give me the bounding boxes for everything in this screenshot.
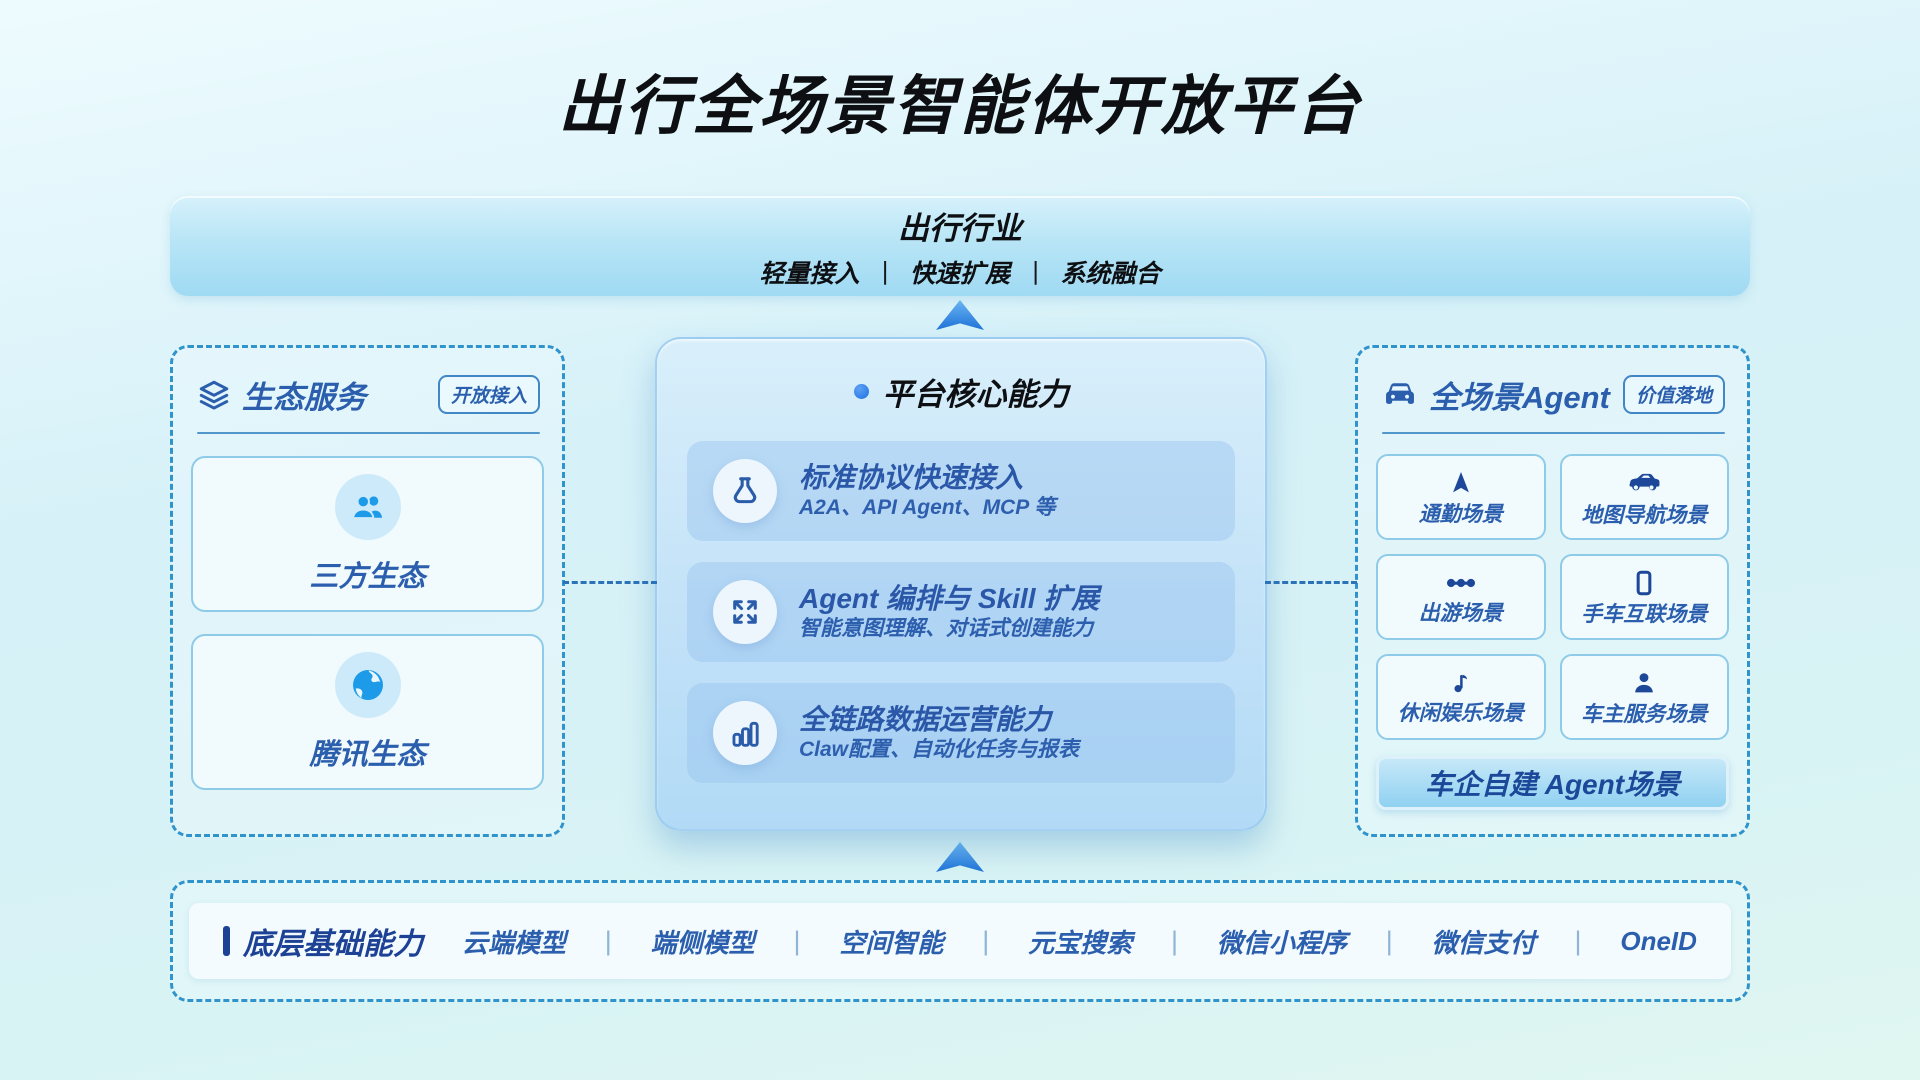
agent-cell-owner-service: 车主服务场景 — [1559, 654, 1729, 740]
agent-cell-entertainment: 休闲娱乐场景 — [1376, 654, 1546, 740]
navigation-icon — [1447, 469, 1475, 497]
separator: | — [1170, 925, 1178, 956]
agent-cell-label: 手车互联场景 — [1581, 603, 1708, 626]
agent-cell-map-nav: 地图导航场景 — [1559, 454, 1729, 540]
banner-title: 出行行业 — [898, 210, 1022, 246]
base-item: 元宝搜索 — [1028, 927, 1133, 958]
feature-subtitle: A2A、API Agent、MCP 等 — [799, 496, 1056, 519]
agent-cell-label: 出游场景 — [1418, 602, 1503, 625]
value-landing-badge: 价值落地 — [1622, 375, 1725, 414]
eco-card-label: 三方生态 — [309, 560, 426, 593]
music-note-icon — [1448, 670, 1474, 696]
feature-title: 全链路数据运营能力 — [799, 704, 1052, 735]
route-icon — [1444, 570, 1478, 596]
globe-icon — [334, 651, 401, 718]
separator: | — [604, 925, 612, 956]
banner-feature: 轻量接入 — [759, 259, 860, 288]
car-side-icon — [1626, 468, 1662, 498]
separator: | — [881, 257, 888, 285]
eco-panel-title: 生态服务 — [242, 380, 366, 415]
users-icon — [334, 473, 401, 540]
eco-services-panel: 生态服务 开放接入 三方生态 — [170, 345, 565, 837]
smartphone-icon — [1630, 569, 1658, 597]
base-item: 空间智能 — [839, 927, 944, 958]
eco-card-third-party: 三方生态 — [191, 456, 544, 612]
base-item: 云端模型 — [461, 927, 566, 958]
open-access-badge: 开放接入 — [437, 375, 540, 414]
agent-cell-label: 通勤场景 — [1418, 503, 1503, 526]
separator: | — [1032, 257, 1039, 285]
up-arrow-icon — [936, 300, 984, 330]
base-item: 微信小程序 — [1216, 927, 1347, 958]
agent-panel-header: 全场景Agent 价值落地 — [1358, 348, 1747, 417]
car-front-icon — [1382, 377, 1418, 413]
connector-line — [563, 581, 657, 584]
layers-icon — [197, 378, 231, 412]
base-capabilities-strip: 底层基础能力 云端模型 | 端侧模型 | 空间智能 | 元宝搜索 | 微信小程序… — [189, 903, 1731, 979]
feature-row-protocol: 标准协议快速接入 A2A、API Agent、MCP 等 — [687, 441, 1235, 541]
user-icon — [1630, 669, 1658, 697]
flask-icon — [713, 459, 777, 523]
base-item: OneID — [1620, 925, 1697, 956]
base-capabilities-panel: 底层基础能力 云端模型 | 端侧模型 | 空间智能 | 元宝搜索 | 微信小程序… — [170, 880, 1750, 1002]
title-marker — [223, 926, 230, 956]
feature-title: 标准协议快速接入 — [799, 462, 1024, 493]
feature-subtitle: 智能意图理解、对话式创建能力 — [799, 617, 1093, 640]
divider — [197, 432, 540, 434]
agent-cell-label: 车主服务场景 — [1581, 703, 1708, 726]
eco-panel-header: 生态服务 开放接入 — [173, 348, 562, 417]
connector-line — [1265, 581, 1357, 584]
feature-row-data-ops: 全链路数据运营能力 Claw配置、自动化任务与报表 — [687, 683, 1235, 783]
banner-feature: 系统融合 — [1060, 259, 1161, 288]
core-panel-title: 平台核心能力 — [882, 377, 1069, 412]
bullet-dot-icon — [853, 384, 869, 399]
banner-feature: 快速扩展 — [909, 259, 1010, 288]
feature-subtitle: Claw配置、自动化任务与报表 — [799, 738, 1080, 761]
banner-subtitle: 轻量接入 | 快速扩展 | 系统融合 — [759, 254, 1160, 290]
eco-card-tencent: 腾讯生态 — [191, 634, 544, 790]
agent-cell-phone-car: 手车互联场景 — [1559, 554, 1729, 640]
bar-chart-icon — [713, 701, 777, 765]
separator: | — [793, 925, 801, 956]
separator: | — [1385, 925, 1393, 956]
expand-icon — [713, 580, 777, 644]
agent-panel-title: 全场景Agent — [1429, 380, 1610, 415]
base-item: 微信支付 — [1431, 927, 1536, 958]
base-title-wrap: 底层基础能力 — [223, 919, 423, 963]
feature-row-orchestration: Agent 编排与 Skill 扩展 智能意图理解、对话式创建能力 — [687, 562, 1235, 662]
base-panel-title: 底层基础能力 — [243, 928, 423, 961]
separator: | — [1574, 925, 1582, 956]
agent-cell-commute: 通勤场景 — [1376, 454, 1546, 540]
core-panel-header: 平台核心能力 — [657, 369, 1265, 414]
feature-title: Agent 编排与 Skill 扩展 — [799, 583, 1100, 614]
agent-cell-label: 地图导航场景 — [1581, 504, 1708, 527]
base-item: 端侧模型 — [650, 927, 755, 958]
industry-banner: 出行行业 轻量接入 | 快速扩展 | 系统融合 — [170, 196, 1750, 296]
agent-cell-label: 休闲娱乐场景 — [1397, 702, 1524, 725]
separator: | — [982, 925, 990, 956]
agent-scenarios-panel: 全场景Agent 价值落地 通勤场景 地 — [1355, 345, 1750, 837]
page-title: 出行全场景智能体开放平台 — [558, 70, 1362, 142]
divider — [1382, 432, 1725, 434]
core-capabilities-panel: 平台核心能力 标准协议快速接入 A2A、API Agent、MCP 等 — [655, 337, 1267, 831]
eco-card-label: 腾讯生态 — [309, 738, 426, 771]
agent-scenarios-grid: 通勤场景 地图导航场景 — [1376, 454, 1729, 740]
agent-cell-travel: 出游场景 — [1376, 554, 1546, 640]
up-arrow-icon — [936, 842, 984, 872]
oem-self-built-bar: 车企自建 Agent场景 — [1376, 756, 1729, 810]
